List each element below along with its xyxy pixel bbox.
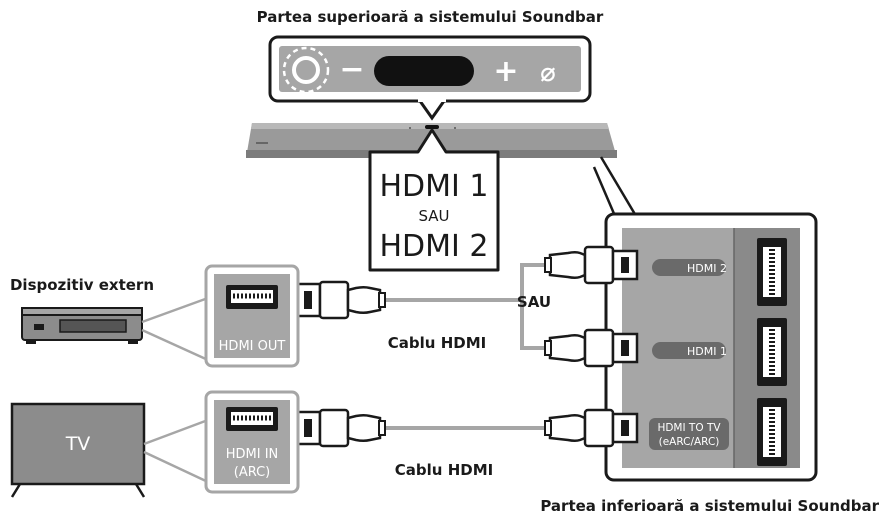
hdmi-plug-device	[294, 280, 386, 320]
hdmi-plug-soundbar-tv	[544, 408, 639, 448]
tv-icon: TV	[10, 402, 146, 498]
hdmi-port-1[interactable]	[757, 318, 787, 386]
volume-up-button[interactable]: +	[493, 54, 518, 89]
highlight-ring	[282, 46, 330, 94]
tv-label: TV	[65, 433, 91, 455]
port-label-hdmi1: HDMI 1	[687, 345, 727, 358]
port-label-tv-1: HDMI TO TV	[657, 422, 721, 434]
callout-hdmi1: HDMI 1	[379, 169, 488, 204]
display-window	[374, 56, 474, 86]
volume-down-button[interactable]: −	[339, 52, 364, 87]
soundbar-top-panel: − + ⌀	[268, 35, 592, 121]
soundbar-bottom-panel: HDMI 2 HDMI 1 HDMI TO TV (eARC/ARC)	[604, 212, 818, 482]
cable-or-label: SAU	[517, 293, 551, 311]
cable-label-top: Cablu HDMI	[388, 334, 486, 352]
hdmi-plug-tv	[294, 408, 386, 448]
multi-function-button[interactable]	[292, 56, 320, 84]
hdmi-plug-soundbar-1	[544, 328, 639, 368]
port-label-tv-2: (eARC/ARC)	[659, 436, 720, 448]
external-device-icon	[21, 307, 143, 344]
mute-button[interactable]: ⌀	[540, 58, 556, 88]
tv-hdmi-in-panel: HDMI IN (ARC)	[204, 390, 300, 494]
hdmi-plug-soundbar-2	[544, 245, 639, 285]
device-hdmi-out-panel: HDMI OUT	[204, 264, 300, 368]
top-panel-title: Partea superioară a sistemului Soundbar	[257, 8, 604, 26]
bottom-panel-title: Partea inferioară a sistemului Soundbar	[540, 497, 879, 515]
hdmi-cables	[384, 263, 545, 430]
hdmi-port-2[interactable]	[757, 238, 787, 306]
cable-label-bottom: Cablu HDMI	[395, 461, 493, 479]
hdmi-out-label: HDMI OUT	[219, 339, 286, 354]
callout-or: SAU	[418, 207, 449, 225]
hdmi-in-label-1: HDMI IN	[226, 447, 279, 462]
hdmi-in-label-2: (ARC)	[234, 465, 271, 480]
hdmi-callout: HDMI 1 SAU HDMI 2	[368, 128, 500, 272]
hdmi-port-tv[interactable]	[757, 398, 787, 466]
callout-hdmi2: HDMI 2	[379, 229, 488, 264]
external-device-label: Dispozitiv extern	[10, 276, 154, 294]
port-label-hdmi2: HDMI 2	[687, 262, 727, 275]
